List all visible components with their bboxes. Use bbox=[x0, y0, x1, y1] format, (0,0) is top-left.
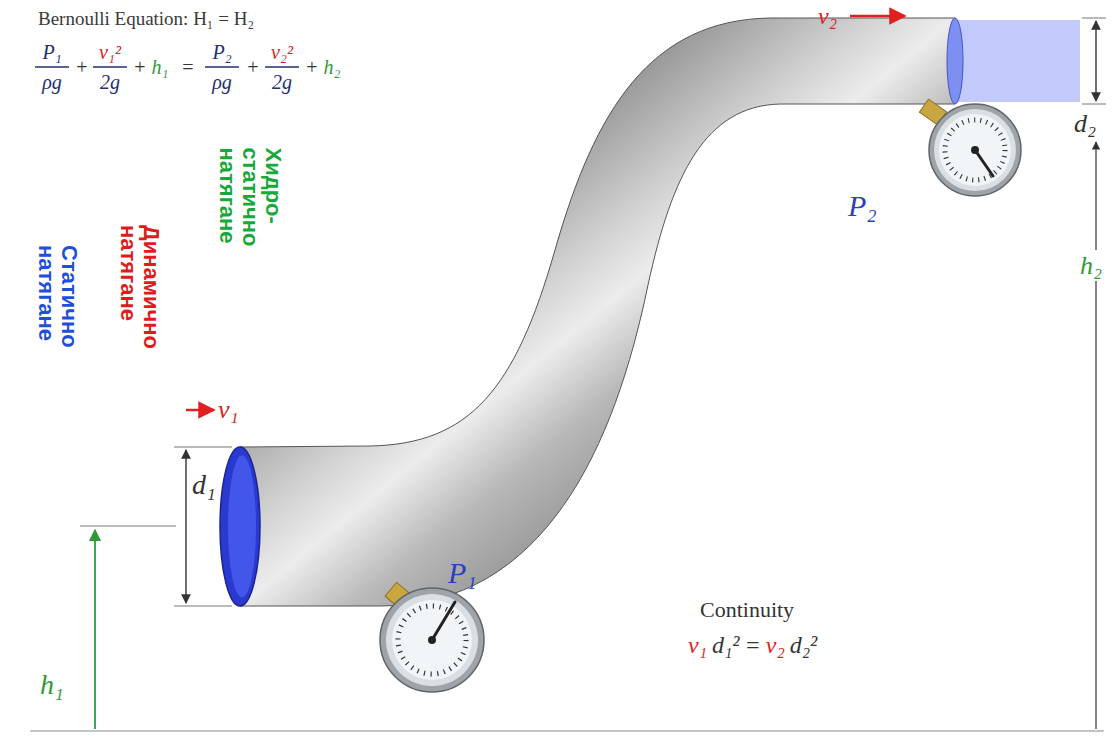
gauge-needle bbox=[432, 602, 455, 640]
dimension-tick bbox=[1082, 18, 1106, 19]
height-label: h₂ bbox=[1078, 250, 1104, 281]
gauge-face bbox=[939, 114, 1011, 186]
height-arrow bbox=[94, 530, 96, 729]
datum-line bbox=[30, 731, 1104, 732]
pressure-gauge bbox=[919, 99, 1021, 196]
dimension-tick bbox=[174, 447, 232, 448]
pipe-inlet-inner bbox=[228, 456, 256, 598]
fraction-bar bbox=[265, 66, 299, 68]
equation-term: ρg bbox=[212, 70, 232, 94]
continuity-equation: v₁d₁²=v₂d₂² bbox=[688, 632, 817, 659]
continuity-term: d₂² bbox=[790, 632, 818, 659]
dimension-tick bbox=[80, 526, 176, 527]
velocity-label: v₂ bbox=[818, 2, 837, 31]
velocity-arrow bbox=[850, 15, 905, 18]
height-arrow bbox=[1095, 142, 1096, 729]
equation-term: h₂ bbox=[324, 55, 341, 79]
outlet-fluid bbox=[955, 20, 1080, 102]
dimension-tick bbox=[174, 606, 232, 607]
equation-operator: + bbox=[247, 55, 258, 79]
equation-term: v₂² bbox=[271, 40, 293, 64]
gauge-face bbox=[392, 600, 472, 680]
equation-term: h₁ bbox=[152, 55, 169, 79]
diagram-title: Bernoulli Equation: H₁ = H₂ bbox=[38, 8, 254, 30]
pressure-label: P₂ bbox=[848, 188, 877, 224]
equation-term: v₁² bbox=[99, 40, 121, 64]
gauge-ring bbox=[934, 109, 1016, 191]
equation-operator: + bbox=[134, 55, 145, 79]
dimension-label: d₁ bbox=[192, 468, 216, 502]
gauge-needle bbox=[975, 150, 993, 176]
velocity-arrow bbox=[186, 409, 214, 412]
gauge-pivot bbox=[428, 636, 436, 644]
dimension-line bbox=[1095, 21, 1096, 101]
continuity-term: v₁ bbox=[688, 632, 707, 659]
equation-operator: + bbox=[306, 55, 317, 79]
dimension-line bbox=[185, 450, 186, 603]
gauge-ring bbox=[386, 594, 478, 686]
pipe-outlet bbox=[947, 18, 963, 104]
dimension-tick bbox=[1082, 104, 1106, 105]
fraction-bar bbox=[93, 66, 127, 68]
term-annotation: Хидро- статично натягане bbox=[213, 142, 286, 279]
equation-term: P₁ bbox=[42, 40, 61, 64]
gauge-ticks bbox=[945, 120, 1005, 180]
continuity-term: d₁² bbox=[712, 632, 740, 659]
pressure-gauge bbox=[380, 582, 484, 692]
gauge-bezel bbox=[929, 104, 1021, 196]
term-annotation: Динамично натягане bbox=[115, 219, 165, 381]
velocity-label: v₁ bbox=[218, 394, 239, 425]
equation-term: ρg bbox=[42, 70, 62, 94]
equation-term: 2g bbox=[100, 70, 120, 94]
height-label: h₁ bbox=[40, 668, 64, 702]
gauge-ticks bbox=[398, 606, 466, 674]
equation-operator: = bbox=[182, 55, 193, 79]
equation-term: 2g bbox=[272, 70, 292, 94]
pipe-body bbox=[240, 18, 955, 606]
continuity-operator: = bbox=[745, 632, 761, 659]
pipe-inlet bbox=[220, 447, 260, 606]
caption-text: Continuity bbox=[700, 597, 794, 623]
gauge-pivot bbox=[971, 146, 979, 154]
equation-operator: + bbox=[76, 55, 87, 79]
fraction-bar bbox=[205, 66, 239, 68]
equation-term: P₂ bbox=[212, 40, 231, 64]
pressure-label: P₁ bbox=[448, 555, 477, 591]
fraction-bar bbox=[35, 66, 69, 68]
continuity-term: v₂ bbox=[766, 632, 785, 659]
gauge-bezel bbox=[380, 588, 484, 692]
term-annotation: Статично натягане bbox=[33, 239, 83, 401]
dimension-label: d₂ bbox=[1074, 108, 1096, 139]
